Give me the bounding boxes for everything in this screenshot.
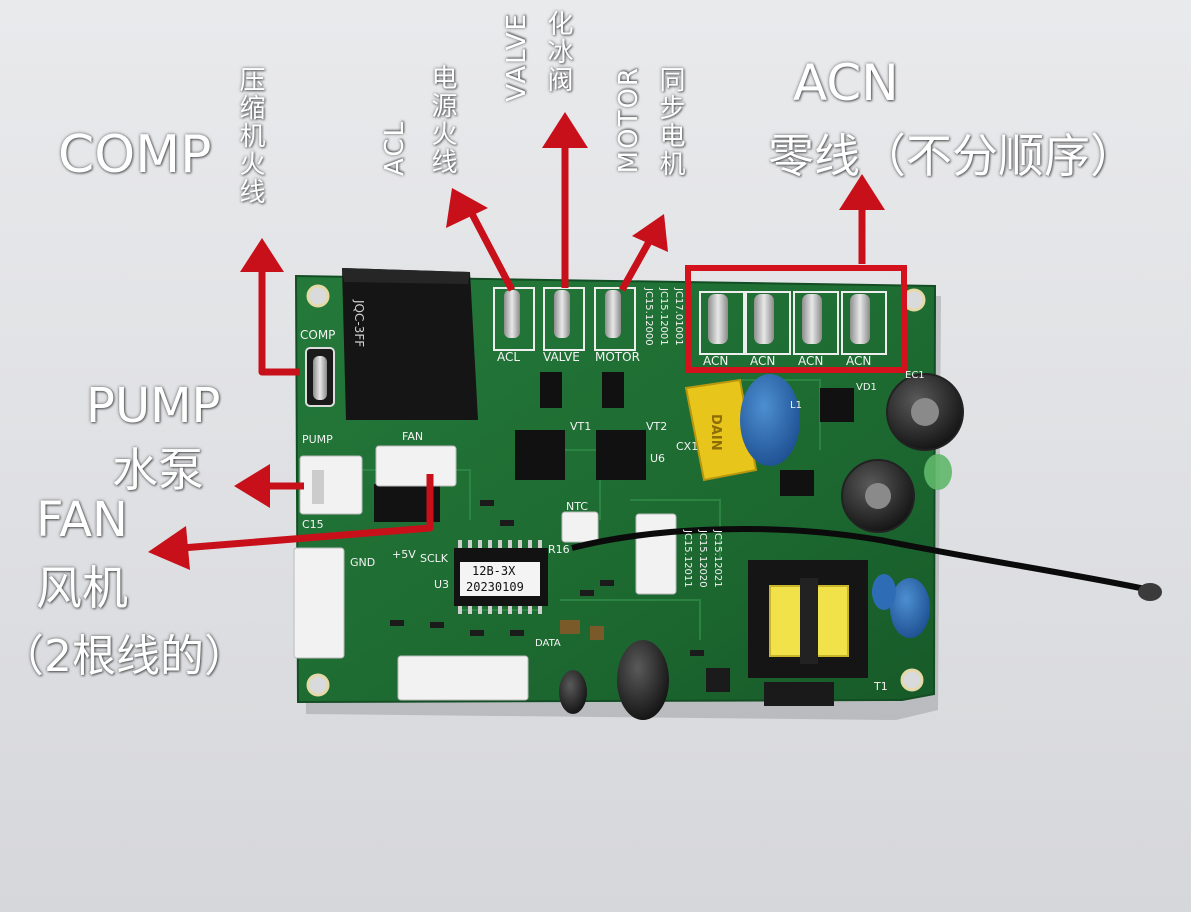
label-acl-en: ACL	[380, 120, 410, 176]
label-fan-cn: 风机	[36, 561, 128, 615]
y-capacitor-1	[740, 374, 800, 466]
label-pump-cn: 水泵	[112, 443, 204, 497]
silk-l1: L1	[790, 400, 802, 411]
silk-fan: FAN	[402, 430, 424, 443]
silk-u3: U3	[434, 578, 450, 591]
relay	[342, 268, 478, 420]
silk-r16: R16	[548, 543, 570, 556]
led	[924, 454, 952, 490]
silk-cx1: CX1	[676, 440, 699, 453]
silk-ec1: EC1	[905, 370, 925, 381]
silk-pump: PUMP	[302, 433, 333, 446]
y-capacitor-2	[890, 578, 930, 638]
top-terminals	[493, 287, 636, 351]
label-acl-cn: 电源火线	[427, 64, 457, 176]
label-valve-en: VALVE	[502, 12, 532, 102]
label-valve-cn: 化冰阀	[543, 10, 573, 94]
mcu-pins	[458, 540, 542, 614]
cap-text: DAIN	[708, 414, 723, 451]
label-pump-en: PUMP	[86, 378, 221, 434]
silk-valve: VALVE	[543, 350, 580, 364]
transformer	[748, 560, 868, 706]
silk-vd1: VD1	[856, 382, 877, 393]
chip-label-2: 20230109	[466, 580, 524, 594]
comp-terminal	[305, 347, 335, 407]
y-capacitor-3	[872, 574, 896, 610]
mounting-holes	[306, 284, 926, 697]
arrows	[181, 140, 866, 552]
electrolytic-cap-3	[617, 640, 669, 720]
ntc-probe	[1138, 583, 1162, 601]
silk-c15: C15	[302, 518, 324, 531]
smd-parts	[390, 500, 730, 692]
label-comp: COMP	[58, 125, 212, 185]
chip-label-1: 12B-3X	[472, 564, 516, 578]
silk-comp: COMP	[300, 328, 336, 342]
acn-terminals	[699, 291, 887, 355]
electrolytic-cap-4	[559, 670, 587, 714]
silk-vt2: VT2	[646, 420, 668, 433]
transistors	[515, 372, 854, 496]
silk-sclk: SCLK	[420, 552, 449, 565]
silk-ntc: NTC	[566, 500, 588, 513]
silk-data: DATA	[535, 638, 561, 649]
silk-jc-top-1: JC15.12000	[643, 288, 654, 346]
acn-highlight-box	[685, 265, 907, 373]
silk-acn-4: ACN	[846, 354, 872, 368]
relay-text: JQC-3FF	[352, 300, 366, 348]
silk-5v: +5V	[392, 548, 416, 561]
silk-acn-3: ACN	[798, 354, 824, 368]
silk-acl: ACL	[497, 350, 521, 364]
silk-jc-top-2: JC15.12001	[658, 288, 669, 346]
ntc-cable	[571, 525, 1151, 593]
label-acn-desc: 零线（不分顺序）	[768, 129, 1136, 183]
silk-acn-2: ACN	[750, 354, 776, 368]
silk-acn-1: ACN	[703, 354, 729, 368]
silk-motor: MOTOR	[595, 350, 640, 364]
label-fan-note: （2根线的）	[0, 631, 248, 682]
label-motor-cn: 同步电机	[655, 66, 685, 178]
silk-jc-top-3: JC17.01001	[673, 288, 684, 346]
x-capacitor	[684, 378, 758, 482]
label-motor-en: MOTOR	[614, 66, 644, 174]
silk-gnd: GND	[350, 556, 376, 569]
silk-jc-mid-2: JC15.12020	[697, 530, 708, 588]
silk-u6: U6	[650, 452, 666, 465]
label-fan-en: FAN	[36, 492, 128, 548]
arrowheads	[148, 112, 885, 570]
label-comp-live: 压缩机火线	[235, 66, 265, 206]
silk-jc-mid-1: JC15.12011	[682, 530, 693, 588]
label-acn-title: ACN	[793, 54, 899, 112]
mcu-chip	[454, 548, 548, 606]
silk-t1: T1	[874, 680, 888, 693]
silk-vt1: VT1	[570, 420, 592, 433]
silk-jc-mid-3: JC15.12021	[712, 530, 723, 588]
